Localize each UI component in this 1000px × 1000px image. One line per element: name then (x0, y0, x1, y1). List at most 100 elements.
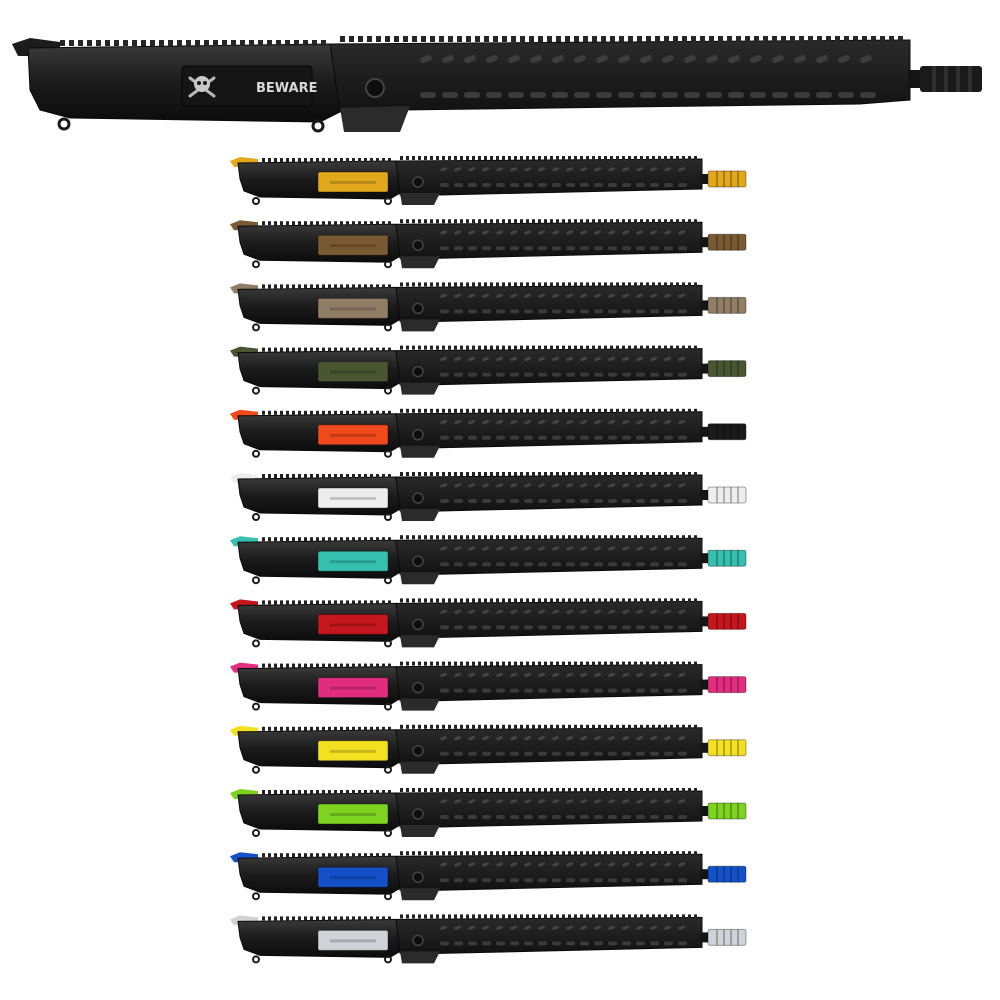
handguard-screw (412, 302, 424, 315)
handguard-screw (412, 429, 424, 441)
muzzle-device (707, 676, 747, 694)
handguard (395, 537, 703, 575)
rear-pin (384, 639, 392, 648)
handguard-mount (400, 509, 440, 521)
barrel (908, 70, 922, 88)
muzzle-device (707, 739, 747, 757)
keymod-slots (440, 925, 687, 946)
keymod-slots (440, 293, 687, 314)
handguard-screw (412, 681, 424, 694)
ejection-port-cover (317, 550, 389, 572)
barrel (700, 426, 710, 437)
barrel (700, 363, 710, 374)
color-variant-list (230, 156, 747, 964)
takedown-pin (252, 449, 260, 458)
hero-upper-receiver: BEWARE (12, 36, 982, 133)
handguard (395, 284, 703, 322)
rear-pin (384, 386, 392, 395)
handguard-mount (400, 382, 440, 395)
receiver-top-rail (262, 726, 391, 731)
ejection-port-cover (317, 297, 389, 319)
barrel (700, 490, 710, 500)
rear-pin (384, 260, 392, 269)
rear-pin (311, 119, 325, 133)
barrel (700, 553, 710, 564)
ejection-port-cover (317, 929, 389, 951)
skull-crossbones-icon (188, 76, 216, 98)
receiver-top-rail (262, 663, 391, 668)
variant-bronze (230, 219, 747, 269)
rear-pin (384, 955, 392, 964)
handguard (395, 790, 703, 828)
barrel (700, 932, 710, 943)
variant-silver (230, 914, 747, 964)
handguard-mount (400, 951, 440, 964)
receiver-top-rail (262, 158, 391, 162)
handguard-top-rail (400, 345, 697, 350)
keymod-slots (440, 419, 687, 440)
handguard-screw (412, 745, 424, 757)
muzzle-device (707, 170, 747, 188)
receiver-top-rail (262, 537, 391, 542)
receiver-top-rail (262, 916, 391, 921)
keymod-slots (440, 356, 687, 377)
muzzle-device (707, 486, 747, 504)
variant-blue (230, 851, 747, 901)
receiver-top-rail (262, 474, 391, 478)
rear-pin (384, 323, 392, 332)
handguard (395, 221, 703, 259)
rear-pin (384, 892, 392, 901)
ejection-port-cover (317, 234, 389, 256)
takedown-pin (252, 197, 260, 205)
receiver-top-rail (262, 284, 391, 289)
handguard (395, 474, 703, 512)
handguard (395, 348, 703, 386)
variant-pink (230, 661, 747, 711)
receiver-top-rail (262, 853, 391, 858)
handguard (395, 853, 703, 891)
handguard (395, 158, 703, 196)
handguard-mount (400, 445, 440, 458)
takedown-pin (252, 829, 260, 837)
handguard-top-rail (400, 282, 697, 287)
handguard-top-rail (400, 156, 697, 160)
ejection-port-cover (317, 171, 389, 193)
handguard-mount (400, 572, 440, 585)
variant-teal (230, 535, 747, 585)
handguard (395, 916, 703, 954)
takedown-pin (252, 955, 260, 964)
handguard-screw (412, 239, 424, 251)
takedown-pin (252, 386, 260, 395)
receiver-top-rail (262, 790, 391, 794)
handguard-top-rail (400, 661, 697, 666)
ejection-port-cover (317, 677, 389, 699)
handguard-mount (400, 825, 440, 837)
variant-white (230, 472, 747, 521)
muzzle-device (707, 423, 747, 441)
handguard-screw (365, 78, 385, 98)
receiver-top-rail (262, 347, 391, 352)
receiver-top-rail (60, 40, 326, 46)
muzzle-device (707, 612, 747, 630)
ejection-port-cover (317, 487, 389, 509)
variant-od-green (230, 345, 747, 395)
handguard-screw (412, 176, 424, 188)
takedown-pin (57, 117, 71, 131)
keymod-slots (440, 862, 687, 883)
takedown-pin (252, 702, 260, 711)
takedown-pin (252, 576, 260, 585)
takedown-pin (252, 892, 260, 901)
handguard (395, 600, 703, 638)
handguard-mount (340, 106, 410, 132)
barrel (700, 616, 710, 627)
barrel (700, 806, 710, 816)
receiver-top-rail (262, 600, 391, 605)
handguard-screw (412, 808, 424, 820)
takedown-pin (252, 323, 260, 332)
handguard-top-rail (400, 408, 697, 413)
handguard-mount (400, 888, 440, 901)
rear-pin (384, 829, 392, 837)
muzzle-device (707, 549, 747, 567)
handguard-screw (412, 555, 424, 567)
